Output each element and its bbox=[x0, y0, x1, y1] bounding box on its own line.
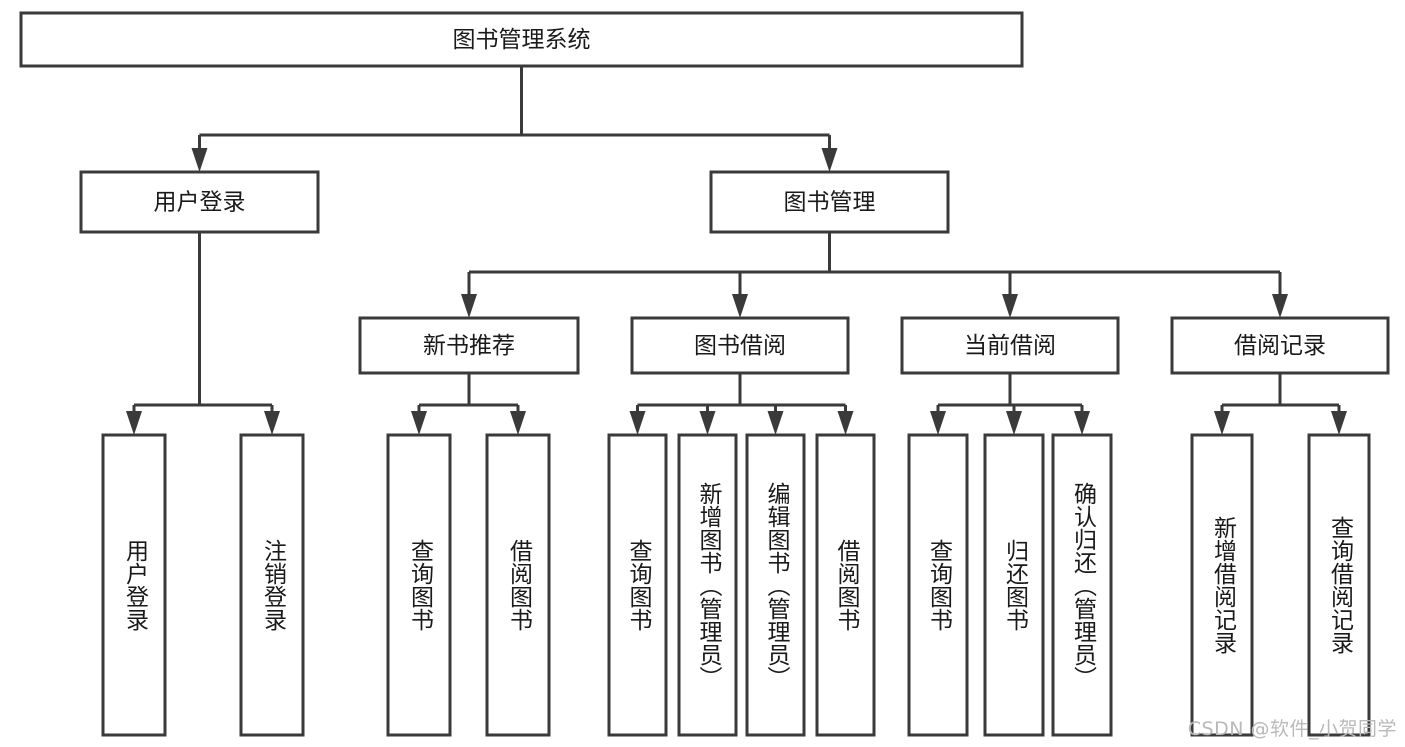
arrow-head-icon bbox=[699, 411, 716, 435]
node-box-root[interactable] bbox=[19, 11, 1024, 68]
arrow-head-icon bbox=[930, 411, 946, 435]
node-box-leaf-add-book-admin[interactable] bbox=[677, 433, 738, 737]
arrow-head-icon bbox=[126, 411, 142, 435]
arrow-head-icon bbox=[1331, 411, 1347, 435]
node-box-leaf-query-book-current[interactable] bbox=[907, 433, 969, 737]
node-label-new-book-recommend: 新书推荐 bbox=[423, 333, 515, 359]
arrow-head-icon bbox=[837, 411, 854, 435]
node-box-leaf-confirm-return-admin[interactable] bbox=[1051, 433, 1113, 737]
node-box-leaf-query-book-borrow[interactable] bbox=[607, 433, 668, 737]
arrow-head-icon bbox=[1006, 411, 1022, 435]
node-label-book-borrow: 图书借阅 bbox=[694, 333, 786, 359]
arrow-head-icon bbox=[191, 148, 208, 172]
node-box-borrow-records[interactable] bbox=[1170, 316, 1390, 375]
arrow-head-icon bbox=[1074, 411, 1090, 435]
arrow-head-icon bbox=[629, 411, 646, 435]
node-box-book-borrow[interactable] bbox=[630, 316, 850, 375]
node-box-leaf-logout-login[interactable] bbox=[239, 433, 305, 737]
node-box-current-borrow[interactable] bbox=[900, 316, 1120, 375]
node-label-current-borrow: 当前借阅 bbox=[964, 333, 1056, 359]
node-box-book-management[interactable] bbox=[709, 170, 950, 234]
node-box-new-book-recommend[interactable] bbox=[358, 316, 580, 375]
node-box-user-login[interactable] bbox=[79, 170, 320, 234]
node-boxes-layer bbox=[19, 11, 1390, 737]
node-label-root: 图书管理系统 bbox=[453, 27, 591, 53]
node-label-book-management: 图书管理 bbox=[784, 190, 876, 216]
arrow-head-icon bbox=[461, 294, 477, 318]
arrow-head-icon bbox=[1272, 294, 1288, 318]
arrow-head-icon bbox=[1214, 411, 1230, 435]
node-box-leaf-borrow-book[interactable] bbox=[815, 433, 876, 737]
arrow-head-icon bbox=[264, 411, 280, 435]
arrow-head-icon bbox=[1002, 294, 1018, 318]
watermark-text: CSDN @软件_小贺同学 bbox=[1187, 718, 1397, 740]
node-box-leaf-edit-book-admin[interactable] bbox=[745, 433, 806, 737]
node-box-leaf-borrow-book-recommend[interactable] bbox=[485, 433, 551, 737]
node-label-user-login: 用户登录 bbox=[154, 190, 246, 216]
arrow-head-icon bbox=[767, 411, 784, 435]
node-box-leaf-user-login[interactable] bbox=[101, 433, 167, 737]
node-box-leaf-add-borrow-record[interactable] bbox=[1190, 433, 1254, 737]
node-box-leaf-query-borrow-record[interactable] bbox=[1307, 433, 1371, 737]
arrow-head-icon bbox=[510, 411, 526, 435]
node-label-borrow-records: 借阅记录 bbox=[1234, 333, 1326, 359]
arrow-head-icon bbox=[411, 411, 427, 435]
node-box-leaf-query-book-recommend[interactable] bbox=[386, 433, 452, 737]
node-box-leaf-return-book[interactable] bbox=[983, 433, 1045, 737]
connector-links-layer bbox=[126, 66, 1347, 435]
arrow-head-icon bbox=[821, 148, 838, 172]
arrow-head-icon bbox=[732, 294, 748, 318]
